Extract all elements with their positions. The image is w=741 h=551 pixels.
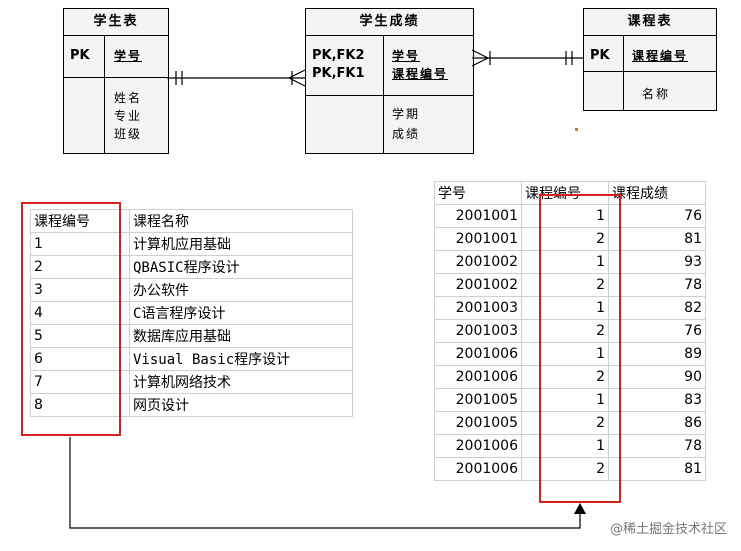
course-pk-label: PK xyxy=(590,48,610,63)
course-name-cell: 数据库应用基础 xyxy=(129,324,353,348)
score-cell: 78 xyxy=(608,273,706,297)
course-id-cell: 2 xyxy=(521,273,609,297)
column-header: 课程成绩 xyxy=(608,181,706,205)
column-header: 课程编号 xyxy=(30,209,130,233)
entity-divider xyxy=(383,36,384,153)
entity-enrollment: 学生成绩 PK,FK2 PK,FK1 学号 课程编号 学期 成绩 xyxy=(305,8,474,154)
course-id-cell: 8 xyxy=(30,393,130,417)
course-id-cell: 2 xyxy=(521,319,609,343)
course-name-cell: 办公软件 xyxy=(129,278,353,302)
course-id-cell: 1 xyxy=(521,434,609,458)
enrollment-key: 学号 xyxy=(392,49,421,63)
student-id-cell: 2001005 xyxy=(434,411,522,435)
student-id-cell: 2001002 xyxy=(434,273,522,297)
score-cell: 76 xyxy=(608,204,706,228)
entity-divider xyxy=(584,71,716,72)
course-id-highlight xyxy=(539,194,621,503)
course-id-cell: 3 xyxy=(30,278,130,302)
course-name-cell: 网页设计 xyxy=(129,393,353,417)
enrollment-attr: 学期 xyxy=(392,107,421,121)
course-attr: 名称 xyxy=(642,87,671,101)
table-header-row: 学号 课程编号 课程成绩 xyxy=(434,181,706,205)
student-id-cell: 2001002 xyxy=(434,250,522,274)
score-cell: 86 xyxy=(608,411,706,435)
score-cell: 81 xyxy=(608,227,706,251)
course-id-cell: 7 xyxy=(30,370,130,394)
enrollment-pk-label: PK,FK1 xyxy=(312,66,365,81)
entity-student: 学生表 PK 学号 姓名 专业 班级 xyxy=(63,8,169,154)
student-id-cell: 2001006 xyxy=(434,342,522,366)
student-attr: 姓名 xyxy=(114,91,143,105)
student-id-cell: 2001006 xyxy=(434,365,522,389)
entity-divider xyxy=(306,95,473,96)
student-attr: 班级 xyxy=(114,127,143,141)
entity-course-title: 课程表 xyxy=(584,9,716,36)
column-header: 课程名称 xyxy=(129,209,353,233)
enrollment-attr: 成绩 xyxy=(392,127,421,141)
entity-divider xyxy=(64,77,168,78)
table-header-row: 课程编号 课程名称 xyxy=(30,209,353,233)
student-pk-label: PK xyxy=(70,48,90,63)
watermark: @稀土掘金技术社区 xyxy=(609,522,727,537)
score-cell: 83 xyxy=(608,388,706,412)
course-name-cell: Visual Basic程序设计 xyxy=(129,347,353,371)
course-id-highlight xyxy=(21,202,121,436)
student-id-cell: 2001006 xyxy=(434,457,522,481)
course-id-cell: 5 xyxy=(30,324,130,348)
student-id-cell: 2001006 xyxy=(434,434,522,458)
student-id-cell: 2001001 xyxy=(434,204,522,228)
score-cell: 82 xyxy=(608,296,706,320)
entity-enrollment-title: 学生成绩 xyxy=(306,9,473,36)
entity-course: 课程表 PK 课程编号 名称 xyxy=(583,8,717,111)
student-id-cell: 2001003 xyxy=(434,319,522,343)
score-cell: 89 xyxy=(608,342,706,366)
score-cell: 93 xyxy=(608,250,706,274)
course-name-cell: QBASIC程序设计 xyxy=(129,255,353,279)
course-name-cell: C语言程序设计 xyxy=(129,301,353,325)
decorative-dot xyxy=(575,128,578,131)
student-id-cell: 2001001 xyxy=(434,227,522,251)
enrollment-pk-label: PK,FK2 xyxy=(312,48,365,63)
score-cell: 78 xyxy=(608,434,706,458)
course-id-cell: 6 xyxy=(30,347,130,371)
student-attr: 专业 xyxy=(114,109,143,123)
entity-divider xyxy=(623,36,624,110)
score-cell: 76 xyxy=(608,319,706,343)
score-cell: 90 xyxy=(608,365,706,389)
student-id-cell: 2001005 xyxy=(434,388,522,412)
column-header: 学号 xyxy=(434,181,522,205)
student-id-cell: 2001003 xyxy=(434,296,522,320)
score-cell: 81 xyxy=(608,457,706,481)
entity-divider xyxy=(104,36,105,153)
course-id-cell: 2 xyxy=(521,365,609,389)
course-id-cell: 2 xyxy=(521,457,609,481)
course-key: 课程编号 xyxy=(632,49,689,63)
entity-student-title: 学生表 xyxy=(64,9,168,36)
student-key: 学号 xyxy=(114,49,143,63)
enrollment-key: 课程编号 xyxy=(392,67,449,81)
course-name-cell: 计算机应用基础 xyxy=(129,232,353,256)
course-name-cell: 计算机网络技术 xyxy=(129,370,353,394)
